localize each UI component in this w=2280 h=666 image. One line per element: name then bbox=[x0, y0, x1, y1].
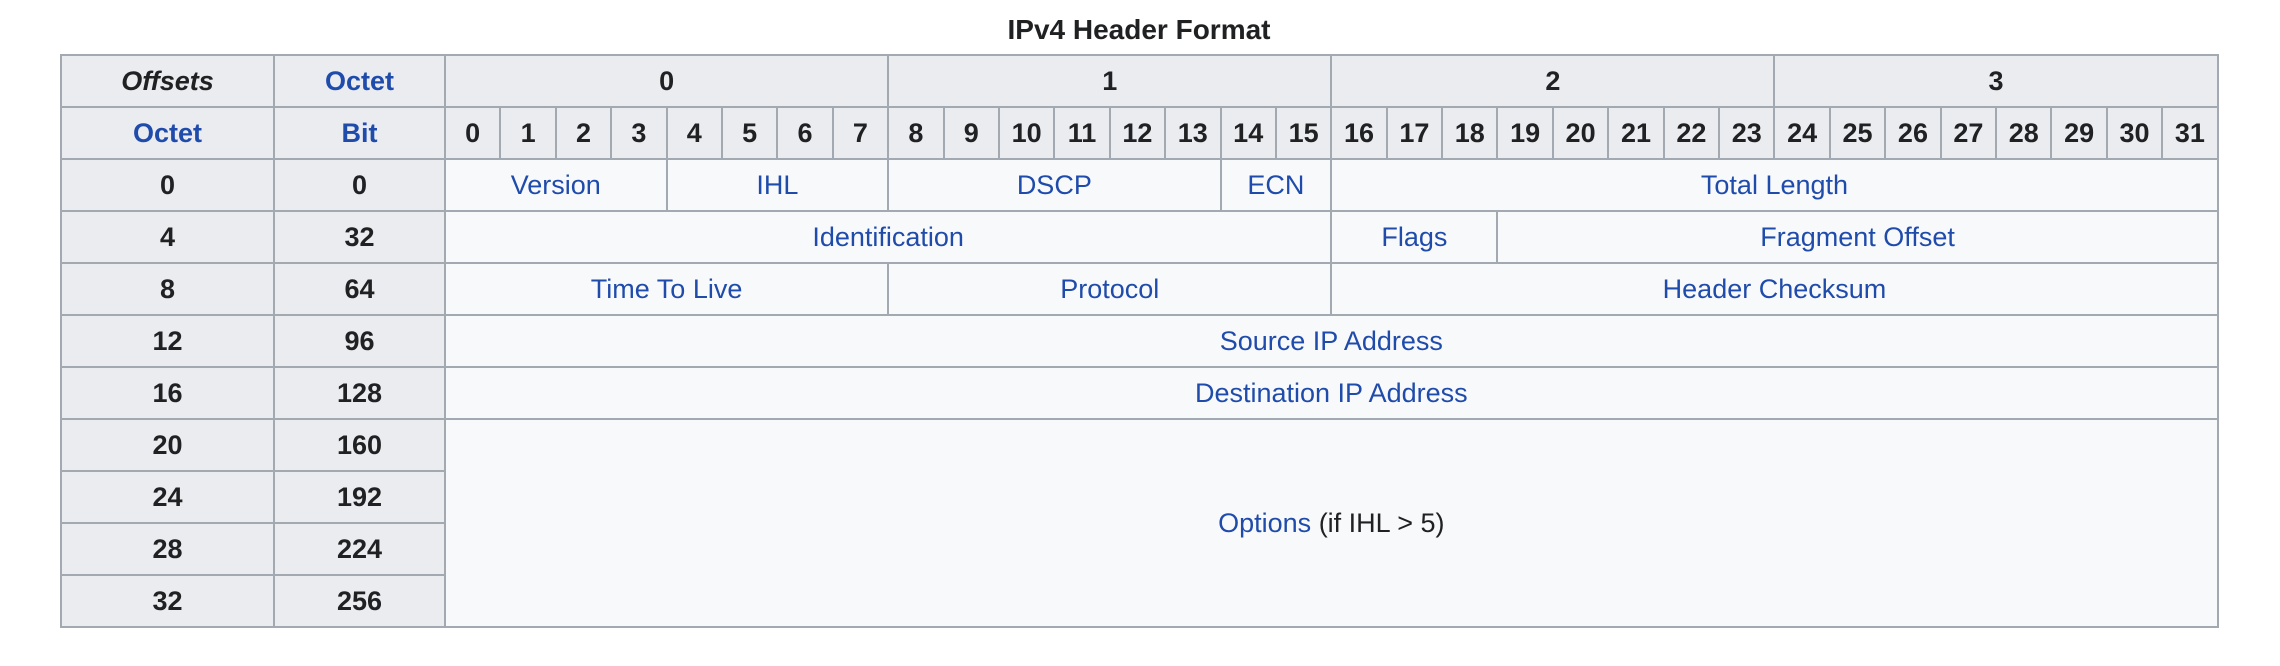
bit-header-19: 19 bbox=[1496, 106, 1554, 160]
bit-header-0: 0 bbox=[443, 106, 502, 160]
octet-header-3: 3 bbox=[1773, 54, 2219, 108]
bit-header-3: 3 bbox=[610, 106, 668, 160]
row-octet-offset: 24 bbox=[60, 470, 275, 524]
row-bit-offset: 32 bbox=[273, 210, 446, 264]
field-header-checksum[interactable]: Header Checksum bbox=[1330, 262, 2219, 316]
field-time-to-live[interactable]: Time To Live bbox=[443, 262, 890, 316]
bit-header-8: 8 bbox=[887, 106, 945, 160]
bit-header-11: 11 bbox=[1053, 106, 1111, 160]
table-row: 0 0 Version IHL DSCP ECN Total Length bbox=[60, 158, 2219, 212]
table-row: 8 64 Time To Live Protocol Header Checks… bbox=[60, 262, 2219, 316]
row-octet-offset: 8 bbox=[60, 262, 275, 316]
row-bit-offset: 96 bbox=[273, 314, 446, 368]
table-row: 24 192 bbox=[60, 470, 2218, 524]
table-row: 12 96 Source IP Address bbox=[60, 314, 2219, 368]
bit-header-20: 20 bbox=[1551, 106, 1610, 160]
bit-header-31: 31 bbox=[2161, 106, 2219, 160]
ipv4-header-figure: IPv4 Header Format Offsets Octet 0 1 2 3… bbox=[60, 0, 2219, 628]
field-fragment-offset[interactable]: Fragment Offset bbox=[1496, 210, 2219, 264]
bit-header-9: 9 bbox=[942, 106, 1000, 160]
octet-header-1: 1 bbox=[887, 54, 1333, 108]
bit-header-18: 18 bbox=[1441, 106, 1499, 160]
table-row: 28 224 bbox=[60, 522, 2218, 576]
bit-header-15: 15 bbox=[1274, 106, 1333, 160]
field-identification[interactable]: Identification bbox=[443, 210, 1333, 264]
table-row: 16 128 Destination IP Address bbox=[60, 366, 2219, 420]
field-destination-ip-address[interactable]: Destination IP Address bbox=[444, 366, 2219, 420]
bit-header-30: 30 bbox=[2105, 106, 2164, 160]
bit-header-7: 7 bbox=[831, 106, 890, 160]
bit-header-22: 22 bbox=[1662, 106, 1721, 160]
bit-header-1: 1 bbox=[499, 106, 557, 160]
octet-header-2: 2 bbox=[1330, 54, 1776, 108]
bit-header-29: 29 bbox=[2050, 106, 2108, 160]
row-bit-offset: 64 bbox=[273, 262, 446, 316]
bit-header-10: 10 bbox=[997, 106, 1056, 160]
bit-header-28: 28 bbox=[1995, 106, 2053, 160]
row-bit-offset: 0 bbox=[273, 158, 446, 212]
field-ihl[interactable]: IHL bbox=[665, 158, 890, 212]
bit-header-26: 26 bbox=[1884, 106, 1942, 160]
options-link[interactable]: Options bbox=[1218, 507, 1312, 538]
bit-header-6: 6 bbox=[776, 106, 834, 160]
bit-header-4: 4 bbox=[665, 106, 723, 160]
field-source-ip-address[interactable]: Source IP Address bbox=[444, 314, 2219, 368]
row-octet-offset: 20 bbox=[60, 418, 275, 472]
bit-header-24: 24 bbox=[1773, 106, 1831, 160]
row-octet-offset: 32 bbox=[60, 574, 275, 628]
field-flags[interactable]: Flags bbox=[1330, 210, 1499, 264]
row-octet-offset: 28 bbox=[60, 522, 275, 576]
options-note: (if IHL > 5) bbox=[1311, 507, 1445, 538]
octet-row-header[interactable]: Octet bbox=[60, 106, 275, 160]
offsets-header: Offsets bbox=[60, 54, 275, 108]
octet-header-0: 0 bbox=[443, 54, 890, 108]
bit-header-27: 27 bbox=[1939, 106, 1998, 160]
table-row: 32 256 bbox=[60, 574, 2218, 628]
field-options: Options (if IHL > 5) bbox=[444, 418, 2219, 628]
bit-header-14: 14 bbox=[1219, 106, 1277, 160]
bit-header-13: 13 bbox=[1164, 106, 1222, 160]
field-protocol[interactable]: Protocol bbox=[887, 262, 1333, 316]
bit-header-23: 23 bbox=[1718, 106, 1776, 160]
field-version[interactable]: Version bbox=[444, 158, 668, 212]
field-ecn[interactable]: ECN bbox=[1219, 158, 1333, 212]
bit-header-21: 21 bbox=[1607, 106, 1665, 160]
bit-header-5: 5 bbox=[720, 106, 779, 160]
table-row: 4 32 Identification Flags Fragment Offse… bbox=[60, 210, 2219, 264]
table-caption: IPv4 Header Format bbox=[1007, 14, 1271, 45]
row-bit-offset: 128 bbox=[273, 366, 446, 420]
row-octet-offset: 12 bbox=[60, 314, 275, 368]
field-total-length[interactable]: Total Length bbox=[1330, 158, 2219, 212]
bit-header-17: 17 bbox=[1385, 106, 1444, 160]
row-bit-offset: 192 bbox=[273, 470, 446, 524]
bit-header-25: 25 bbox=[1828, 106, 1887, 160]
row-octet-offset: 4 bbox=[60, 210, 275, 264]
bit-column-header[interactable]: Bit bbox=[273, 106, 446, 160]
row-bit-offset: 224 bbox=[273, 522, 446, 576]
field-dscp[interactable]: DSCP bbox=[887, 158, 1222, 212]
table-row: 20 160 Options (if IHL > 5) bbox=[60, 418, 2219, 628]
row-octet-offset: 16 bbox=[60, 366, 275, 420]
octet-column-header[interactable]: Octet bbox=[273, 54, 446, 108]
row-bit-offset: 256 bbox=[273, 574, 446, 628]
row-octet-offset: 0 bbox=[60, 158, 275, 212]
octet-header-row: Offsets Octet 0 1 2 3 bbox=[60, 54, 2219, 108]
bit-header-12: 12 bbox=[1108, 106, 1167, 160]
bit-header-16: 16 bbox=[1330, 106, 1388, 160]
bit-header-2: 2 bbox=[554, 106, 613, 160]
row-bit-offset: 160 bbox=[273, 418, 446, 472]
